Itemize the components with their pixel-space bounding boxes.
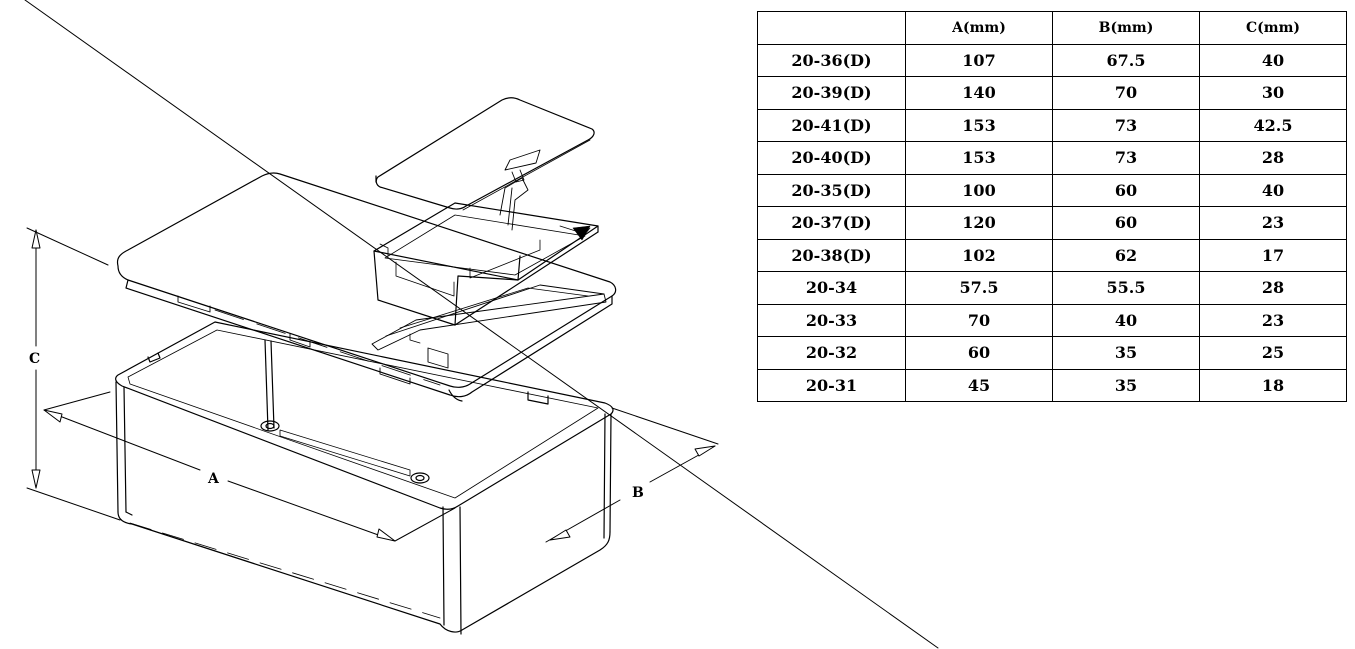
model-cell: 20-37(D) [757, 206, 906, 240]
dimension-b [545, 407, 719, 543]
b-cell: 40 [1052, 303, 1200, 337]
a-cell: 60 [905, 336, 1053, 370]
model-cell: 20-38(D) [757, 238, 906, 272]
c-cell: 42.5 [1199, 108, 1347, 142]
b-cell: 60 [1052, 206, 1200, 240]
bottom-housing [115, 321, 614, 635]
c-cell: 40 [1199, 43, 1347, 77]
a-cell: 100 [905, 173, 1053, 207]
model-cell: 20-31 [757, 368, 906, 402]
b-cell: 35 [1052, 336, 1200, 370]
model-cell: 20-36(D) [757, 43, 906, 77]
model-cell: 20-41(D) [757, 108, 906, 142]
header-c: C(mm) [1199, 11, 1347, 45]
b-cell: 62 [1052, 238, 1200, 272]
dimension-a-label: A [207, 471, 220, 487]
header-a: A(mm) [905, 11, 1053, 45]
dimension-c [26, 227, 121, 521]
table-header-row: A(mm) B(mm) C(mm) [757, 11, 1347, 45]
lid [116, 172, 617, 402]
header-model [757, 11, 906, 45]
dimension-c-label: C [29, 351, 40, 367]
header-b: B(mm) [1052, 11, 1200, 45]
c-cell: 25 [1199, 336, 1347, 370]
a-cell: 153 [905, 141, 1053, 175]
model-cell: 20-34 [757, 271, 906, 305]
battery-cover [375, 97, 595, 211]
c-cell: 17 [1199, 238, 1347, 272]
model-cell: 20-32 [757, 336, 906, 370]
c-cell: 23 [1199, 206, 1347, 240]
c-cell: 30 [1199, 76, 1347, 110]
b-cell: 60 [1052, 173, 1200, 207]
dimension-a [43, 391, 456, 542]
a-cell: 70 [905, 303, 1053, 337]
a-cell: 45 [905, 368, 1053, 402]
a-cell: 140 [905, 76, 1053, 110]
b-cell: 73 [1052, 141, 1200, 175]
a-cell: 102 [905, 238, 1053, 272]
a-cell: 120 [905, 206, 1053, 240]
model-cell: 20-35(D) [757, 173, 906, 207]
c-cell: 18 [1199, 368, 1347, 402]
model-cell: 20-40(D) [757, 141, 906, 175]
model-cell: 20-33 [757, 303, 906, 337]
battery-box [373, 177, 599, 326]
dimension-b-label: B [632, 485, 644, 501]
a-cell: 107 [905, 43, 1053, 77]
c-cell: 28 [1199, 271, 1347, 305]
b-cell: 70 [1052, 76, 1200, 110]
construction-line [24, 0, 939, 649]
b-cell: 55.5 [1052, 271, 1200, 305]
c-cell: 40 [1199, 173, 1347, 207]
c-cell: 28 [1199, 141, 1347, 175]
b-cell: 67.5 [1052, 43, 1200, 77]
model-cell: 20-39(D) [757, 76, 906, 110]
b-cell: 35 [1052, 368, 1200, 402]
c-cell: 23 [1199, 303, 1347, 337]
a-cell: 57.5 [905, 271, 1053, 305]
b-cell: 73 [1052, 108, 1200, 142]
a-cell: 153 [905, 108, 1053, 142]
